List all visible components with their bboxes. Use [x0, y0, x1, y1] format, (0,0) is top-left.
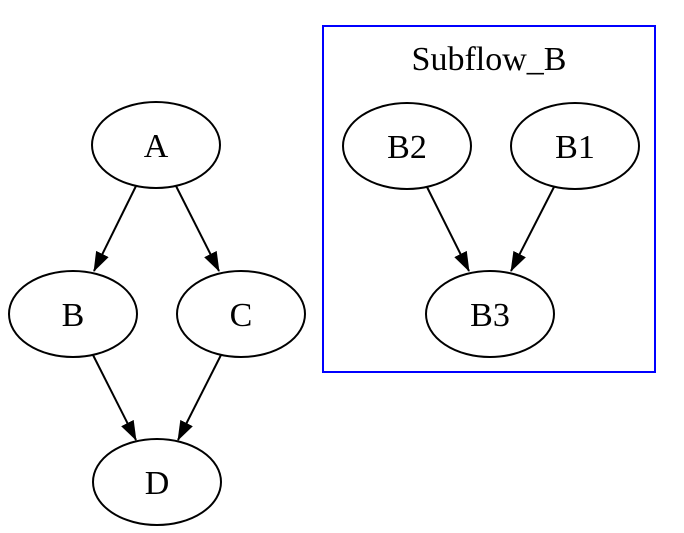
- node-c-shape: [176, 270, 306, 358]
- node-a-label: A: [144, 128, 169, 165]
- node-a: A: [91, 101, 221, 189]
- edge-b2-to-b3: [426, 186, 470, 272]
- node-a-shape: [91, 101, 221, 189]
- node-b-shape: [8, 270, 138, 358]
- node-b3-shape: [425, 270, 555, 358]
- edge-a-to-c: [175, 185, 220, 272]
- node-b2: B2: [342, 102, 472, 190]
- cluster-border: [322, 25, 656, 373]
- node-b-label: B: [62, 297, 85, 334]
- edge-b-to-d: [92, 354, 137, 441]
- node-d: D: [92, 438, 222, 526]
- node-b2-shape: [342, 102, 472, 190]
- node-d-shape: [92, 438, 222, 526]
- node-b3: B3: [425, 270, 555, 358]
- node-b3-label: B3: [470, 297, 510, 334]
- node-c-label: C: [230, 297, 253, 334]
- edge-a-to-b: [93, 185, 137, 272]
- node-b1-label: B1: [555, 129, 595, 166]
- edge-c-to-d: [177, 354, 222, 441]
- edges: [92, 185, 555, 441]
- node-b1-shape: [510, 102, 640, 190]
- node-b2-label: B2: [387, 129, 427, 166]
- cluster-subflow-b: Subflow_B: [322, 25, 656, 373]
- node-b: B: [8, 270, 138, 358]
- node-c: C: [176, 270, 306, 358]
- cluster-title: Subflow_B: [412, 41, 567, 78]
- edge-b1-to-b3: [510, 186, 555, 272]
- node-b1: B1: [510, 102, 640, 190]
- node-d-label: D: [145, 465, 170, 502]
